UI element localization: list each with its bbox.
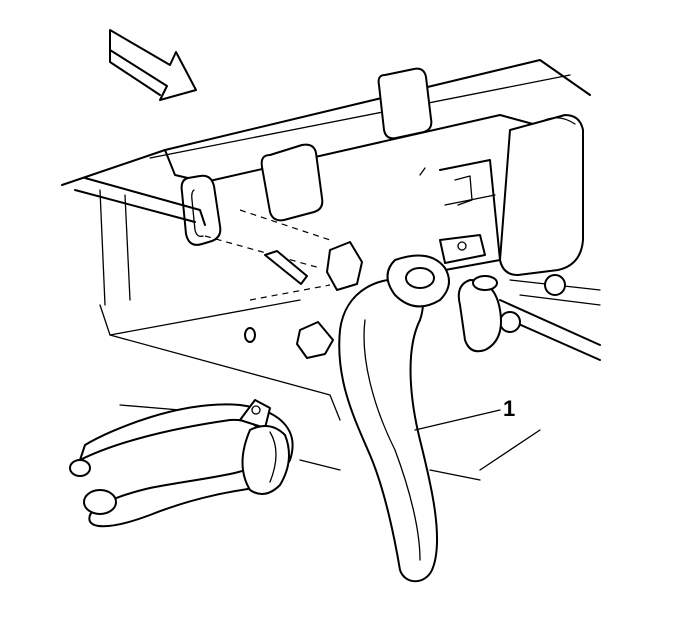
intake-manifold xyxy=(61,59,591,246)
callout-1: 1 xyxy=(414,396,515,431)
callout-leader xyxy=(414,409,501,431)
hose-clamp xyxy=(241,425,290,495)
runner-port-2 xyxy=(377,67,433,140)
pipe-stub xyxy=(264,250,308,285)
frame-rail xyxy=(74,177,341,421)
fittings xyxy=(244,241,363,359)
lower-hose xyxy=(69,399,541,528)
heater-hose xyxy=(338,234,502,583)
callout-label: 1 xyxy=(503,396,515,421)
hose-bracket xyxy=(439,234,486,264)
lower-rod xyxy=(499,274,601,361)
bolt-fitting-2 xyxy=(296,321,334,359)
reservoir-bracket xyxy=(419,114,584,276)
runner-port-1 xyxy=(260,143,324,222)
hose-end-right xyxy=(457,279,502,353)
bolt-fitting-1 xyxy=(326,241,363,291)
view-direction-arrow xyxy=(109,29,197,101)
hidden-lines xyxy=(204,209,331,301)
